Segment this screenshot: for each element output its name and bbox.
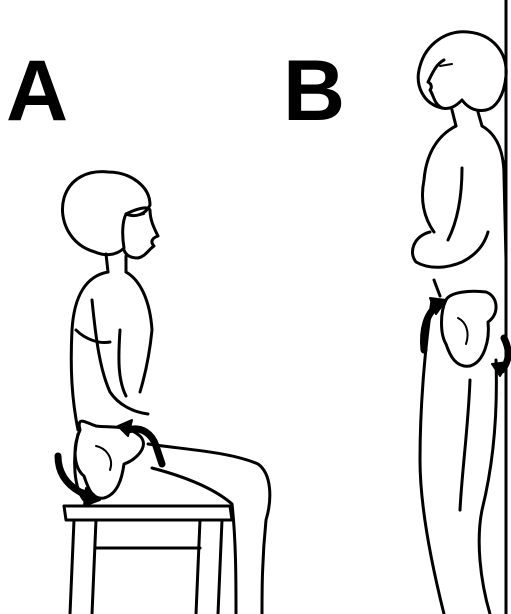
standing-pelvis [442, 291, 497, 366]
seated-woman-torso [71, 272, 108, 430]
seated-pelvis [75, 421, 143, 498]
stool [64, 506, 232, 614]
standing-woman-torso [422, 126, 456, 232]
standing-woman-face [428, 60, 444, 108]
standing-woman-hair [418, 32, 506, 111]
seated-woman-thigh [148, 444, 270, 614]
standing-woman-figure [412, 32, 508, 614]
seated-woman-hair [62, 172, 150, 255]
